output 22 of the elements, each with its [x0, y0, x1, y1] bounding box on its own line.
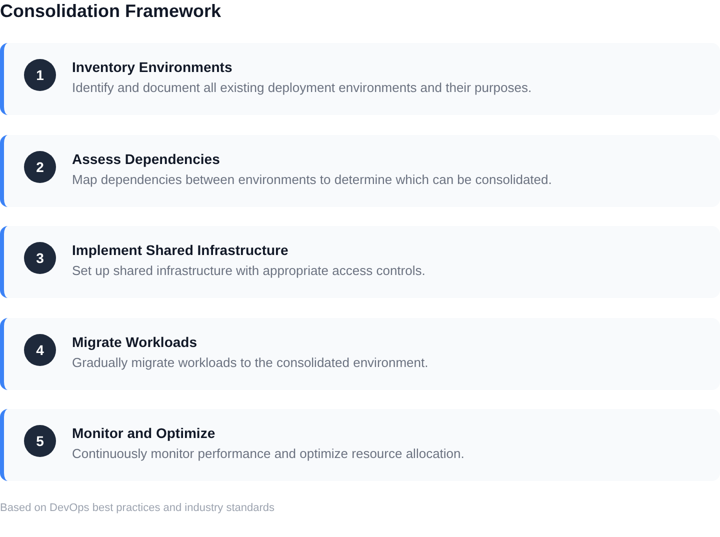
step-title: Implement Shared Infrastructure [72, 241, 288, 259]
step-card [0, 409, 720, 481]
step-title: Inventory Environments [72, 58, 232, 76]
step-title: Monitor and Optimize [72, 424, 216, 442]
step-number: 4 [24, 334, 56, 366]
source-note: Based on DevOps best practices and industry standards [0, 501, 275, 515]
step-card [0, 43, 720, 115]
step-card [0, 135, 720, 207]
page-title: Consolidation Framework [0, 0, 222, 22]
step-description: Gradually migrate workloads to the consolidated environment. [72, 355, 428, 371]
step-card [0, 226, 720, 298]
step-card [0, 318, 720, 390]
step-number: 3 [24, 242, 56, 274]
step-title: Assess Dependencies [72, 150, 220, 168]
step-number: 1 [24, 59, 56, 91]
step-title: Migrate Workloads [72, 333, 197, 351]
step-description: Identify and document all existing deployment environments and their purposes. [72, 80, 532, 96]
step-number: 2 [24, 151, 56, 183]
step-description: Set up shared infrastructure with appropriate access controls. [72, 263, 426, 279]
step-description: Continuously monitor performance and optimize resource allocation. [72, 446, 464, 462]
step-number: 5 [24, 425, 56, 457]
step-description: Map dependencies between environments to determine which can be consolidated. [72, 172, 552, 188]
